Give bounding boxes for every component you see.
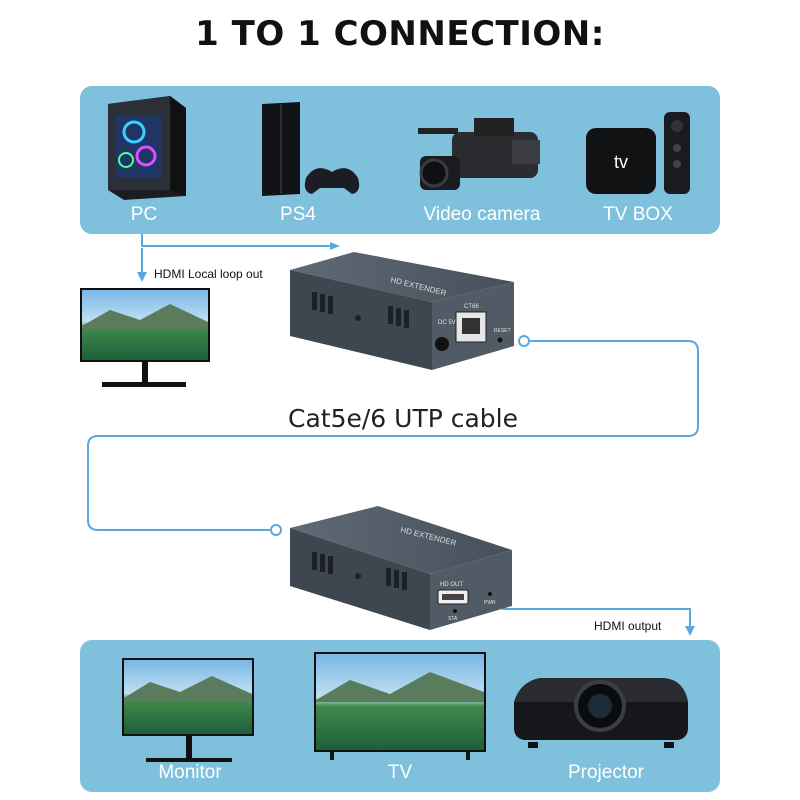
ps4-console-icon (262, 102, 360, 196)
video-camera-icon (418, 118, 540, 190)
source-label-video-camera: Video camera (423, 204, 541, 225)
projector-icon (514, 678, 688, 748)
signal-lines (87, 234, 699, 626)
receiver-pwr-label: PWR (484, 600, 496, 606)
transmitter-dc-label: DC 5V (438, 320, 456, 326)
transmitter-reset-label: RESET (494, 328, 511, 334)
receiver-hdmi-label: HD OUT (440, 582, 463, 588)
monitor-icon (122, 658, 254, 762)
source-label-tv-box: TV BOX (603, 204, 673, 225)
display-label-tv: TV (387, 762, 413, 783)
source-label-pc: PC (130, 204, 158, 225)
loop-out-monitor-icon (80, 288, 210, 387)
receiver-cable-node (270, 524, 282, 536)
source-label-ps4: PS4 (280, 204, 316, 225)
hdmi-output-line (502, 608, 691, 626)
transmitter-cable-node (518, 335, 530, 347)
page-title: 1 TO 1 CONNECTION: (195, 14, 605, 54)
loop-out-label: HDMI Local loop out (154, 267, 263, 281)
source-to-transmitter-line (141, 234, 330, 247)
tvbox-logo: tv (614, 152, 628, 172)
display-label-projector: Projector (567, 762, 645, 783)
cable-label: Cat5e/6 UTP cable (288, 404, 518, 433)
tv-icon (314, 652, 486, 760)
display-label-monitor: Monitor (158, 762, 222, 783)
hdmi-output-label: HDMI output (594, 619, 662, 633)
pc-tower-icon (108, 96, 186, 200)
tv-box-icon (586, 112, 690, 194)
receiver-extender-icon (290, 506, 512, 630)
transmitter-extender-icon (290, 252, 514, 370)
receiver-sta-label: STA (448, 616, 458, 622)
utp-cable-line (87, 340, 699, 531)
transmitter-cat-label: CT66 (464, 304, 479, 310)
